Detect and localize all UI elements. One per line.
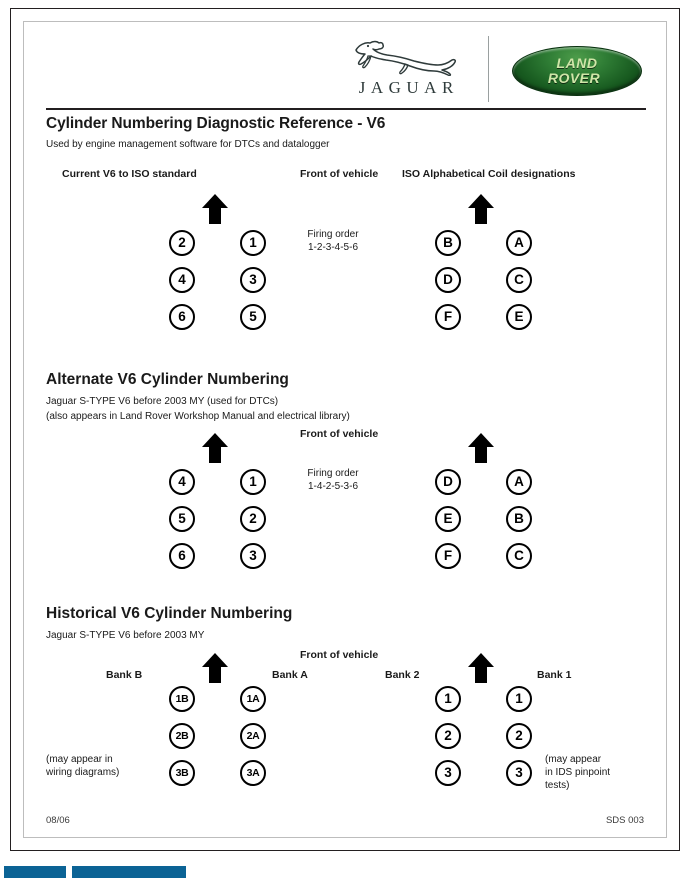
label-front-of-vehicle-1: Front of vehicle [300,168,379,180]
land-rover-line-2: ROVER [547,70,601,86]
cylinder-circle: 3 [240,267,266,293]
front-arrow-icon-left-3 [202,653,228,683]
aside-ids-pinpoint: (may appear in IDS pinpoint tests) [545,753,610,792]
aside-wiring-diagrams: (may appear in wiring diagrams) [46,753,119,779]
taskbar-item-1[interactable] [4,866,66,878]
cylinder-circle: 5 [240,304,266,330]
land-rover-line-1: LAND [556,55,598,71]
brand-logo-bar: JAGUAR LAND ROVER [330,34,650,106]
coil-circle: E [435,506,461,532]
cylinder-circle: 2 [240,506,266,532]
taskbar-item-2[interactable] [72,866,186,878]
label-front-of-vehicle-2: Front of vehicle [300,428,379,440]
bank-label-a: Bank A [272,669,308,681]
bank-label-2: Bank 2 [385,669,420,681]
cylinder-circle: 5 [169,506,195,532]
cylinder-circle: 1 [240,230,266,256]
front-arrow-icon-right-3 [468,653,494,683]
cylinder-circle: 3 [506,760,532,786]
cylinder-circle: 1 [506,686,532,712]
cylinder-circle: 6 [169,543,195,569]
header-rule [46,108,646,110]
firing-order-value-2: 1-4-2-5-3-6 [307,481,359,492]
cylinder-circle: 1B [169,686,195,712]
coil-circle: A [506,230,532,256]
label-front-of-vehicle-3: Front of vehicle [300,649,379,661]
cylinder-circle: 1 [435,686,461,712]
jaguar-wordmark: JAGUAR [358,78,459,97]
section-current-iso: Current V6 to ISO standard ISO Alphabeti… [10,168,680,338]
aside-ids-line-2: in IDS pinpoint [545,767,611,778]
section-alternate: Alternate V6 Cylinder Numbering Jaguar S… [10,371,680,571]
coil-circle: A [506,469,532,495]
document-sheet: JAGUAR LAND ROVER Cylinder Numbering Dia… [10,8,680,851]
footer-date-code: 08/06 [46,815,70,826]
cylinder-circle: 1A [240,686,266,712]
coil-circle: F [435,543,461,569]
aside-wiring-line-1: (may appear in [46,754,113,765]
cylinder-circle: 2 [169,230,195,256]
cylinder-circle: 4 [169,469,195,495]
coil-circle: E [506,304,532,330]
land-rover-logo: LAND ROVER [512,46,642,96]
firing-order-block-1: Firing order 1-2-3-4-5-6 [278,228,388,254]
aside-ids-line-1: (may appear [545,754,602,765]
coil-circle: C [506,543,532,569]
coil-circle: B [435,230,461,256]
bank-label-1: Bank 1 [537,669,572,681]
jaguar-leaper-icon [355,40,456,76]
front-arrow-icon-left-2 [202,433,228,463]
coil-circle: B [506,506,532,532]
bank-label-b: Bank B [106,669,143,681]
cylinder-circle: 4 [169,267,195,293]
page-border [10,8,680,851]
cylinder-circle: 3A [240,760,266,786]
heading-iso-coil-designations: ISO Alphabetical Coil designations [402,168,576,180]
cylinder-circle: 3 [435,760,461,786]
section-title-alternate: Alternate V6 Cylinder Numbering [46,371,289,388]
front-arrow-icon-left-1 [202,194,228,224]
cylinder-circle: 6 [169,304,195,330]
coil-circle: C [506,267,532,293]
aside-ids-line-3: tests) [545,780,570,791]
cylinder-circle: 2 [435,723,461,749]
firing-order-value-1: 1-2-3-4-5-6 [307,242,359,253]
coil-circle: D [435,469,461,495]
section-historical: Historical V6 Cylinder Numbering Jaguar … [10,605,680,815]
cylinder-circle: 1 [240,469,266,495]
cylinder-circle: 2B [169,723,195,749]
firing-order-title-2: Firing order [307,468,359,479]
coil-circle: F [435,304,461,330]
page-inner-border [23,21,667,838]
aside-wiring-line-2: wiring diagrams) [46,767,120,778]
heading-current-v6-iso: Current V6 to ISO standard [62,168,197,180]
front-arrow-icon-right-1 [468,194,494,224]
page-title: Cylinder Numbering Diagnostic Reference … [46,115,386,132]
coil-circle: D [435,267,461,293]
cylinder-circle: 2 [506,723,532,749]
footer-doc-code: SDS 003 [605,815,644,826]
section-title-historical: Historical V6 Cylinder Numbering [46,605,293,622]
firing-order-block-2: Firing order 1-4-2-5-3-6 [278,467,388,493]
jaguar-logo: JAGUAR [336,34,476,106]
section-note-alternate-1: Jaguar S-TYPE V6 before 2003 MY (used fo… [46,396,279,407]
cylinder-circle: 3 [240,543,266,569]
cylinder-circle: 3B [169,760,195,786]
section-note-alternate-2: (also appears in Land Rover Workshop Man… [46,411,350,422]
logo-divider [488,36,489,102]
page-subtitle: Used by engine management software for D… [46,139,330,150]
front-arrow-icon-right-2 [468,433,494,463]
firing-order-title-1: Firing order [307,229,359,240]
cylinder-circle: 2A [240,723,266,749]
section-note-historical-1: Jaguar S-TYPE V6 before 2003 MY [46,630,205,641]
